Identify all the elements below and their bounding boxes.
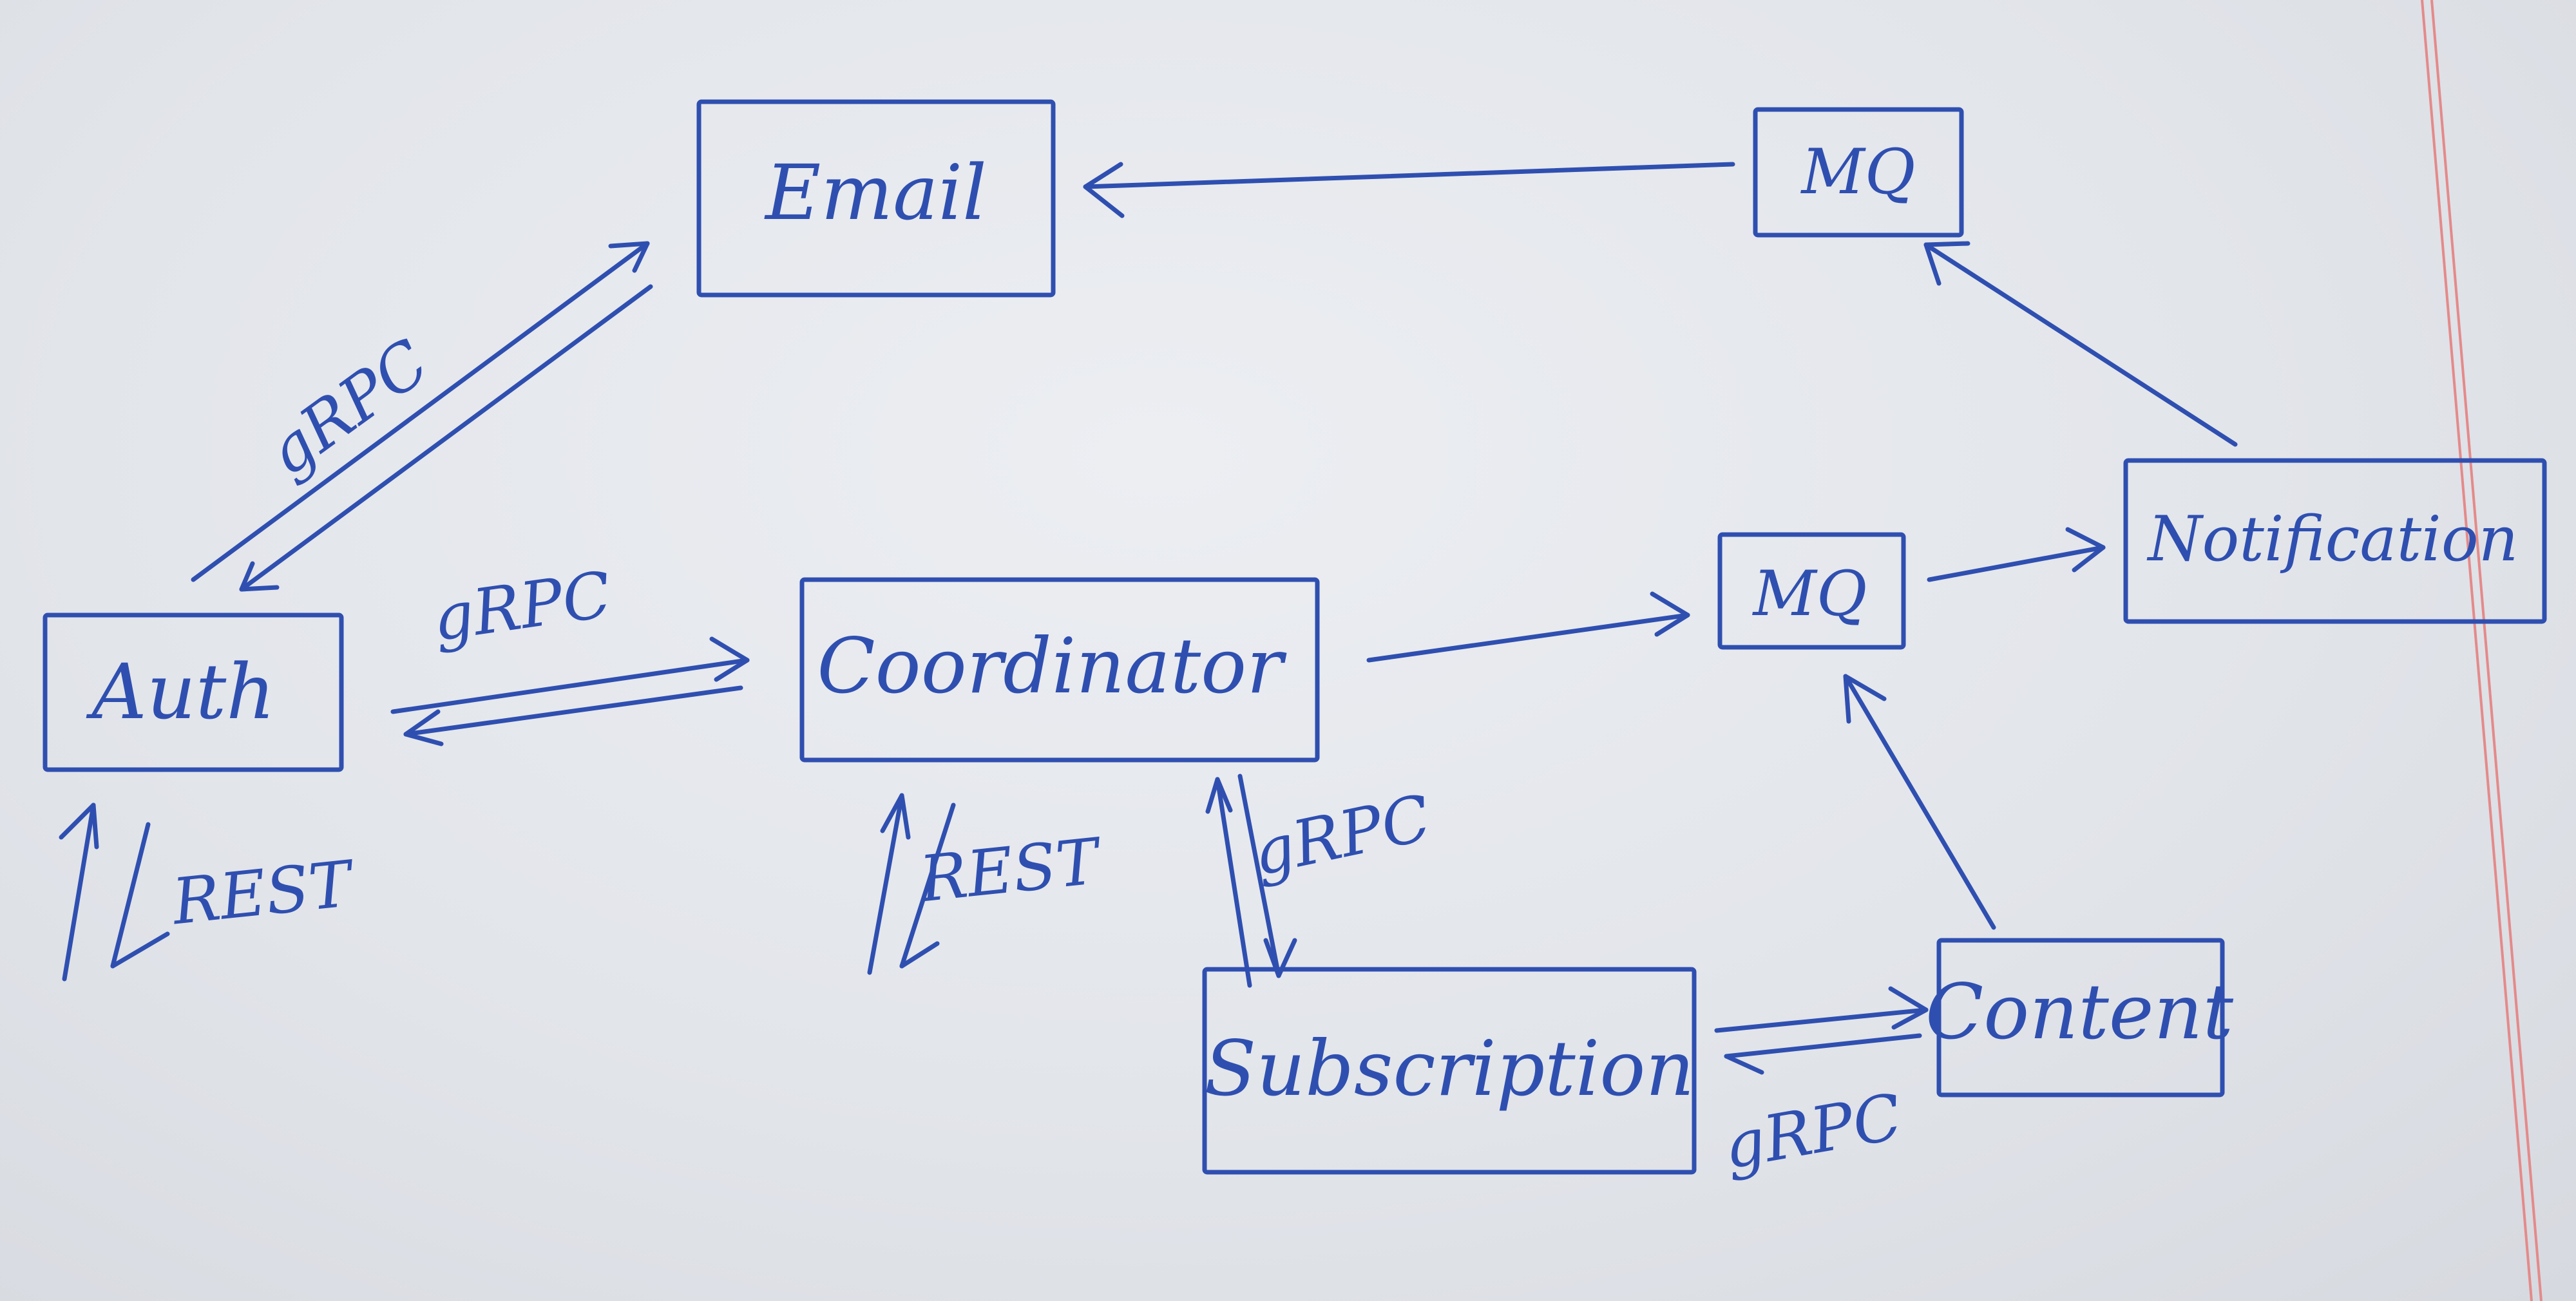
node-content-label: Content xyxy=(1925,967,2234,1056)
node-coordinator: Coordinator xyxy=(799,577,1320,763)
node-notification-label: Notification xyxy=(2146,503,2518,575)
edge-auth-rest-label: REST xyxy=(167,847,359,939)
node-mq-mid: MQ xyxy=(1717,532,1906,650)
edge-auth-coordinator: gRPC xyxy=(390,558,750,746)
node-notification: Notification xyxy=(2123,458,2547,624)
edge-auth-rest: REST xyxy=(59,802,359,982)
edge-content-mq xyxy=(1843,674,1996,930)
node-email-label: Email xyxy=(764,148,987,237)
node-mq-top-label: MQ xyxy=(1800,136,1916,208)
node-coordinator-label: Coordinator xyxy=(817,622,1287,710)
node-content: Content xyxy=(1925,938,2234,1097)
edge-auth-email: gRPC xyxy=(191,241,653,592)
edge-subscription-content: gRPC xyxy=(1714,986,1929,1184)
edge-subscription-content-label: gRPC xyxy=(1719,1080,1907,1183)
edge-coordinator-rest: REST xyxy=(867,793,1106,975)
node-auth: Auth xyxy=(43,613,344,772)
node-subscription-label: Subscription xyxy=(1205,1024,1695,1113)
node-subscription: Subscription xyxy=(1202,967,1697,1175)
edge-coordinator-mq xyxy=(1366,591,1690,663)
node-auth-label: Auth xyxy=(86,647,276,736)
edge-mq-email xyxy=(1083,162,1735,218)
node-mq-mid-label: MQ xyxy=(1752,558,1867,630)
margin-rule-1 xyxy=(2421,0,2533,1301)
node-email: Email xyxy=(696,99,1056,298)
edge-mq-notification xyxy=(1927,527,2106,582)
edge-auth-coordinator-label: gRPC xyxy=(428,558,616,656)
edge-coordinator-subscription-label: gRPC xyxy=(1247,781,1437,890)
edge-coordinator-subscription: gRPC xyxy=(1205,774,1437,988)
edge-notification-mq-top xyxy=(1923,241,2238,447)
node-mq-top: MQ xyxy=(1753,107,1964,238)
margin-rule-2 xyxy=(2430,0,2543,1301)
